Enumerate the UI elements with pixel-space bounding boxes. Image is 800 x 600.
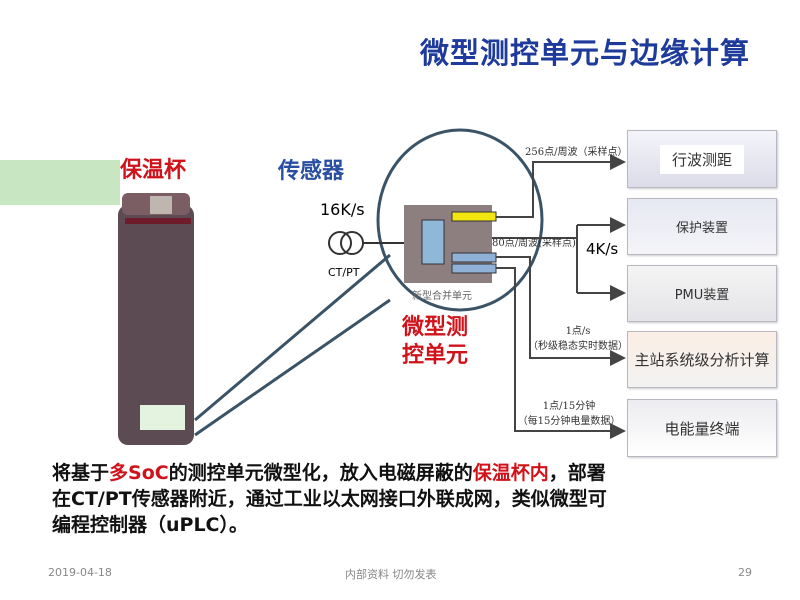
- green-block: [0, 160, 120, 205]
- body-highlight-1: 多SoC: [109, 462, 169, 484]
- body-p3: ，部署在CT/PT传感器附近，通过工业以太网接口外联成网，类似微型可编程控制器（…: [52, 462, 607, 536]
- footer-note: 内部资料 切勿发表: [345, 568, 437, 581]
- micro-unit-line2: 控单元: [402, 343, 469, 368]
- link-label-3: 1点/15分钟 （每15分钟电量数据）: [510, 397, 628, 427]
- link-label-1: 80点/周波(采样点): [492, 238, 576, 249]
- box-protection: 保护装置: [627, 198, 777, 255]
- callout-circle: [376, 128, 544, 312]
- body-p2: 的测控单元微型化，放入电磁屏蔽的: [168, 462, 473, 484]
- link-3-line2: （每15分钟电量数据）: [517, 416, 621, 427]
- link-2-line1: 1点/s: [565, 326, 591, 337]
- thermos-label: 保温杯: [120, 158, 187, 183]
- link-3-line1: 1点/15分钟: [542, 401, 596, 412]
- box-label: 行波测距: [659, 144, 744, 174]
- ct-pt-label: CT/PT: [328, 266, 360, 279]
- input-rate: 16K/s: [320, 200, 365, 219]
- box-master-station: 主站系统级分析计算: [627, 331, 777, 388]
- page-number: 29: [738, 566, 752, 579]
- box-energy-terminal: 电能量终端: [627, 399, 777, 457]
- micro-unit-line1: 微型测: [402, 315, 469, 340]
- thermos-body: [118, 205, 194, 445]
- link-label-2: 1点/s （秒级稳态实时数据）: [528, 322, 628, 352]
- micro-unit-label: 微型测控单元: [402, 314, 468, 370]
- sensor-label: 传感器: [278, 159, 345, 184]
- device-label: 新型合并单元: [412, 291, 472, 302]
- box-traveling-wave: 行波测距: [627, 130, 777, 188]
- body-highlight-2: 保温杯内: [472, 462, 549, 484]
- box-pmu: PMU装置: [627, 265, 777, 322]
- body-p1: 将基于: [52, 462, 110, 484]
- slide-title: 微型测控单元与边缘计算: [419, 36, 750, 70]
- ct-pt-icon: [328, 231, 352, 255]
- link-2-line2: （秒级稳态实时数据）: [528, 341, 628, 352]
- rate-4k: 4K/s: [586, 240, 619, 258]
- footer-date: 2019-04-18: [48, 566, 112, 579]
- body-text: 将基于多SoC的测控单元微型化，放入电磁屏蔽的保温杯内，部署在CT/PT传感器附…: [52, 460, 612, 538]
- link-label-0: 256点/周波（采样点）: [525, 147, 628, 158]
- bottle-label-patch: [140, 405, 185, 430]
